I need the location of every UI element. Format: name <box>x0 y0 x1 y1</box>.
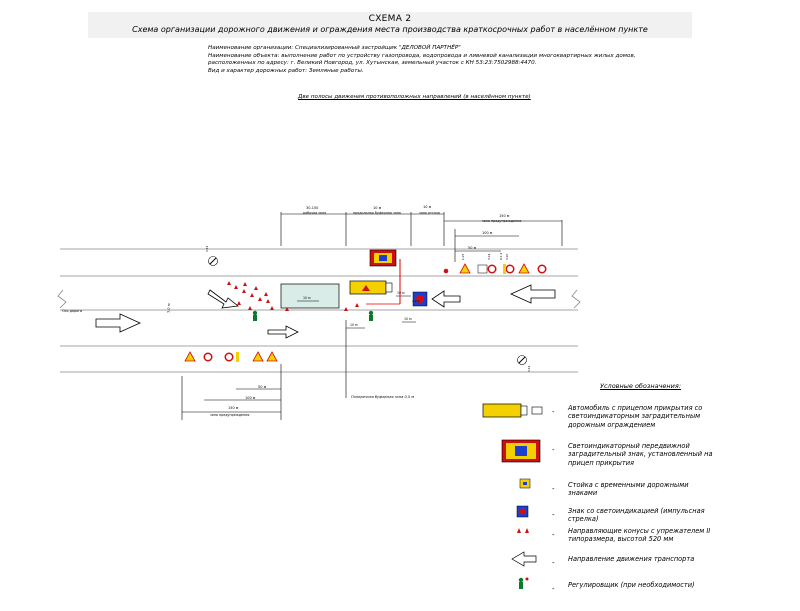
long-buffer-length: 10 м <box>373 206 382 210</box>
legend-dash: - <box>552 446 555 454</box>
header-band <box>88 12 692 38</box>
legend-item-barrier-sign: - Светоиндикаторный передвижной заградит… <box>480 442 720 472</box>
bottom-warn-label: зона предупреждения <box>210 413 249 417</box>
legend-impulse-sign-symbol <box>516 505 529 518</box>
legend-text-barrier-sign: Светоиндикаторный передвижной заградител… <box>568 442 713 467</box>
direction-arrows <box>95 284 556 339</box>
bottom-100: 100 м <box>245 396 256 400</box>
warn-length: 150 м <box>499 214 510 218</box>
bottom-dimensions <box>181 320 347 420</box>
info-address: расположенных по адресу: г. Великий Новг… <box>208 60 537 67</box>
lit-barrier-sign <box>369 249 397 267</box>
dim-10-a: 10 м <box>303 296 311 300</box>
info-object: Наименование объекта: выполнение работ п… <box>208 52 636 59</box>
sign-3-31-label: 3.31 <box>205 246 209 252</box>
taper-length: 10 м <box>423 205 432 209</box>
legend-item-controller: - Регулировщик (при необходимости) <box>480 581 720 611</box>
info-organization: Наименование организации: Специализирова… <box>208 45 461 51</box>
legend-text-cones: Направляющие конусы с упрежателем II тип… <box>568 527 711 544</box>
end-restriction-signs <box>208 256 527 365</box>
legend-dash: - <box>552 559 555 567</box>
top-dimensions <box>280 212 563 262</box>
legend-dash: - <box>552 585 555 593</box>
legend-item-impulse-sign: - Знак со светоиндикацией (импульсная ст… <box>480 507 720 537</box>
legend-sign-stand-symbol <box>519 478 531 489</box>
bottom-50: 50 м <box>258 385 267 389</box>
scheme-title: СХЕМА 2 <box>368 14 412 24</box>
break-right <box>571 289 581 309</box>
direction-arrow-left-2 <box>431 290 461 308</box>
work-zone-area <box>280 283 340 309</box>
work-zone-label: рабочая зона <box>303 211 326 215</box>
road-outline <box>57 248 581 373</box>
legend-vehicle-symbol <box>482 403 543 418</box>
sign-1-25-label: 1.25 <box>461 254 465 260</box>
dim-10-d: 10 м <box>404 317 412 321</box>
legend-text-controller: Регулировщик (при необходимости) <box>568 581 695 589</box>
bottom-sign-group <box>184 351 278 362</box>
scheme-subtitle: Схема организации дорожного движения и о… <box>132 25 648 34</box>
sign-3-31b-label: 3.31 <box>527 366 531 372</box>
sign-4-2-1-label: 4.2.1 <box>412 299 420 303</box>
dim-10-c: 10 м <box>397 291 405 295</box>
cones <box>227 281 359 311</box>
legend-text-arrow: Направление движения транспорта <box>568 555 695 563</box>
sub-100: 100 м <box>482 231 493 235</box>
direction-arrow-right-2 <box>267 325 299 339</box>
legend-text-sign-stand: Стойка с временными дорожными знаками <box>568 481 689 498</box>
axis-label: Ось дороги <box>62 309 82 313</box>
legend-item-cones: - Направляющие конусы с упрежателем II т… <box>480 527 720 557</box>
legend-cones-symbol <box>517 528 529 533</box>
sign-8-2-1-label: 8.2.1 <box>499 253 503 260</box>
impulse-arrow-sign <box>412 291 428 307</box>
warn-label: зона предупреждения <box>482 219 521 223</box>
legend-symbols <box>482 403 543 589</box>
road-caption: Две полосы движения противоположных напр… <box>298 94 531 100</box>
sign-3-20-label: 3.20 <box>505 254 509 260</box>
legend-arrow-symbol <box>511 551 537 567</box>
legend-text-impulse-sign: Знак со светоиндикацией (импульсная стре… <box>568 507 705 524</box>
long-buffer-label: продольная буферная зона <box>353 211 401 215</box>
object-info: Наименование организации: Специализирова… <box>208 45 636 76</box>
direction-arrow-left <box>510 284 556 304</box>
work-zone-length: 30-150 <box>306 206 318 210</box>
legend-title: Условные обозначения: <box>600 382 682 390</box>
legend-barrier-sign-symbol <box>501 439 541 463</box>
legend-dash: - <box>552 531 555 539</box>
legend-item-sign-stand: - Стойка с временными дорожными знаками <box>480 481 720 511</box>
legend-item-arrow: - Направление движения транспорта <box>480 555 720 585</box>
top-sign-group <box>443 263 547 274</box>
break-left <box>57 289 67 309</box>
legend-dash: - <box>552 485 555 493</box>
bottom-150: 150 м <box>228 406 239 410</box>
sign-3-24-label: 3.24 <box>487 254 491 260</box>
taper-label: зона отгона <box>419 211 440 215</box>
legend-dash: - <box>552 408 555 416</box>
cover-vehicle <box>349 280 393 295</box>
bypass-arrow <box>207 289 239 309</box>
legend-text-vehicle: Автомобиль с прицепом прикрытия со свето… <box>568 404 703 429</box>
direction-arrow-right <box>95 313 141 333</box>
legend-controller-symbol <box>518 577 529 589</box>
sub-50: 50 м <box>468 246 477 250</box>
traffic-controllers <box>252 310 374 321</box>
legend-dash: - <box>552 511 555 519</box>
dim-10-b: 10 м <box>350 323 358 327</box>
transverse-buffer-label: Поперечная буферная зона 0,5 м <box>351 395 414 399</box>
legend-item-vehicle: - Автомобиль с прицепом прикрытия со све… <box>480 404 720 434</box>
lane-width-label: 7,0 м <box>167 303 171 313</box>
info-work-type: Вид и характер дорожных работ: Земляные … <box>208 68 364 75</box>
